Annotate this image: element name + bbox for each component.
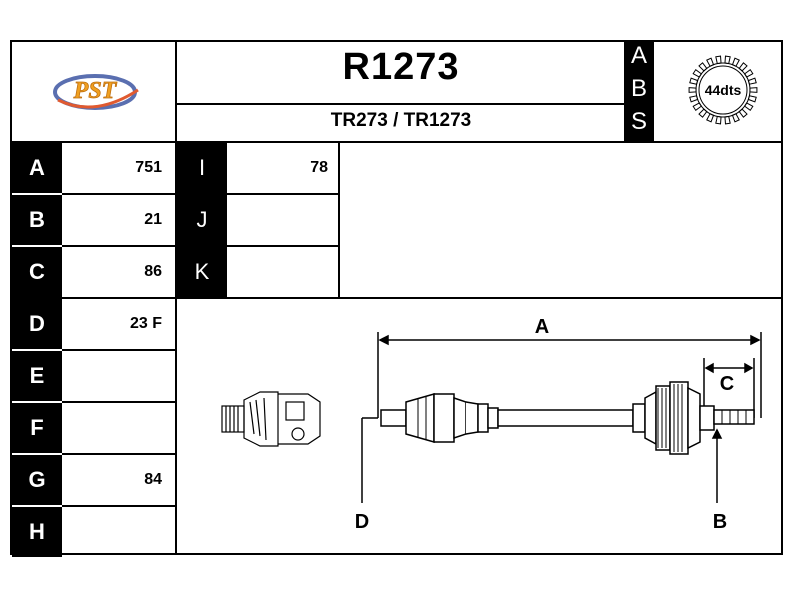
abs-ring-outer: [695, 62, 751, 118]
dim-label-k: K: [177, 247, 227, 297]
logo-divider: [175, 40, 177, 142]
code-divider: [176, 103, 624, 105]
dim-value-a: 751: [135, 159, 162, 176]
svg-text:PST: PST: [73, 78, 118, 104]
header-divider: [10, 141, 783, 143]
cross-reference: TR273 / TR1273: [330, 110, 472, 131]
dim-label-a: A: [12, 143, 62, 193]
dim-value-d: 23 F: [129, 315, 162, 332]
dim-label-b: B: [713, 511, 727, 533]
abs-letter-b: B: [630, 75, 647, 102]
abs-strip: A B S: [624, 40, 654, 142]
dim-label-i: I: [177, 143, 227, 193]
dim-label-d: D: [355, 511, 369, 533]
row-divider: [62, 505, 175, 507]
dim-value-g: 84: [144, 471, 162, 488]
dim-label-c: C: [12, 247, 62, 297]
driveshaft-drawing: A C D B: [176, 298, 782, 554]
abs-letter-a: A: [630, 42, 647, 69]
dim-label-j: J: [177, 195, 227, 245]
mid-divider: [10, 297, 783, 299]
dim-label-e: E: [12, 351, 62, 401]
pst-logo: PST: [40, 60, 150, 120]
dim-value-c: 86: [144, 263, 162, 280]
mid-column-divider: [338, 141, 340, 298]
dim-label-h: H: [12, 507, 62, 557]
abs-tooth: [749, 87, 758, 93]
row-divider: [62, 349, 175, 351]
row-divider: [62, 453, 175, 455]
dim-label-c: C: [720, 373, 734, 395]
abs-teeth-label: 44dts: [705, 82, 742, 98]
abs-tooth: [715, 55, 722, 65]
abs-tooth: [724, 55, 731, 65]
dim-value-i: 78: [310, 159, 328, 176]
dim-label-g: G: [12, 455, 62, 505]
abs-tooth: [688, 87, 697, 93]
row-divider: [62, 401, 175, 403]
dim-label-a: A: [535, 316, 549, 338]
abs-tooth: [715, 115, 722, 125]
part-code: R1273: [342, 46, 460, 88]
dim-value-b: 21: [144, 211, 162, 228]
dim-label-d: D: [12, 299, 62, 349]
left-column-divider: [175, 141, 177, 555]
dim-label-f: F: [12, 403, 62, 453]
row-divider: [62, 245, 338, 247]
abs-letter-s: S: [630, 108, 647, 135]
dim-label-b: B: [12, 195, 62, 245]
abs-ring-icon: 44dts: [678, 50, 768, 130]
abs-tooth: [724, 115, 731, 125]
row-divider: [62, 193, 338, 195]
